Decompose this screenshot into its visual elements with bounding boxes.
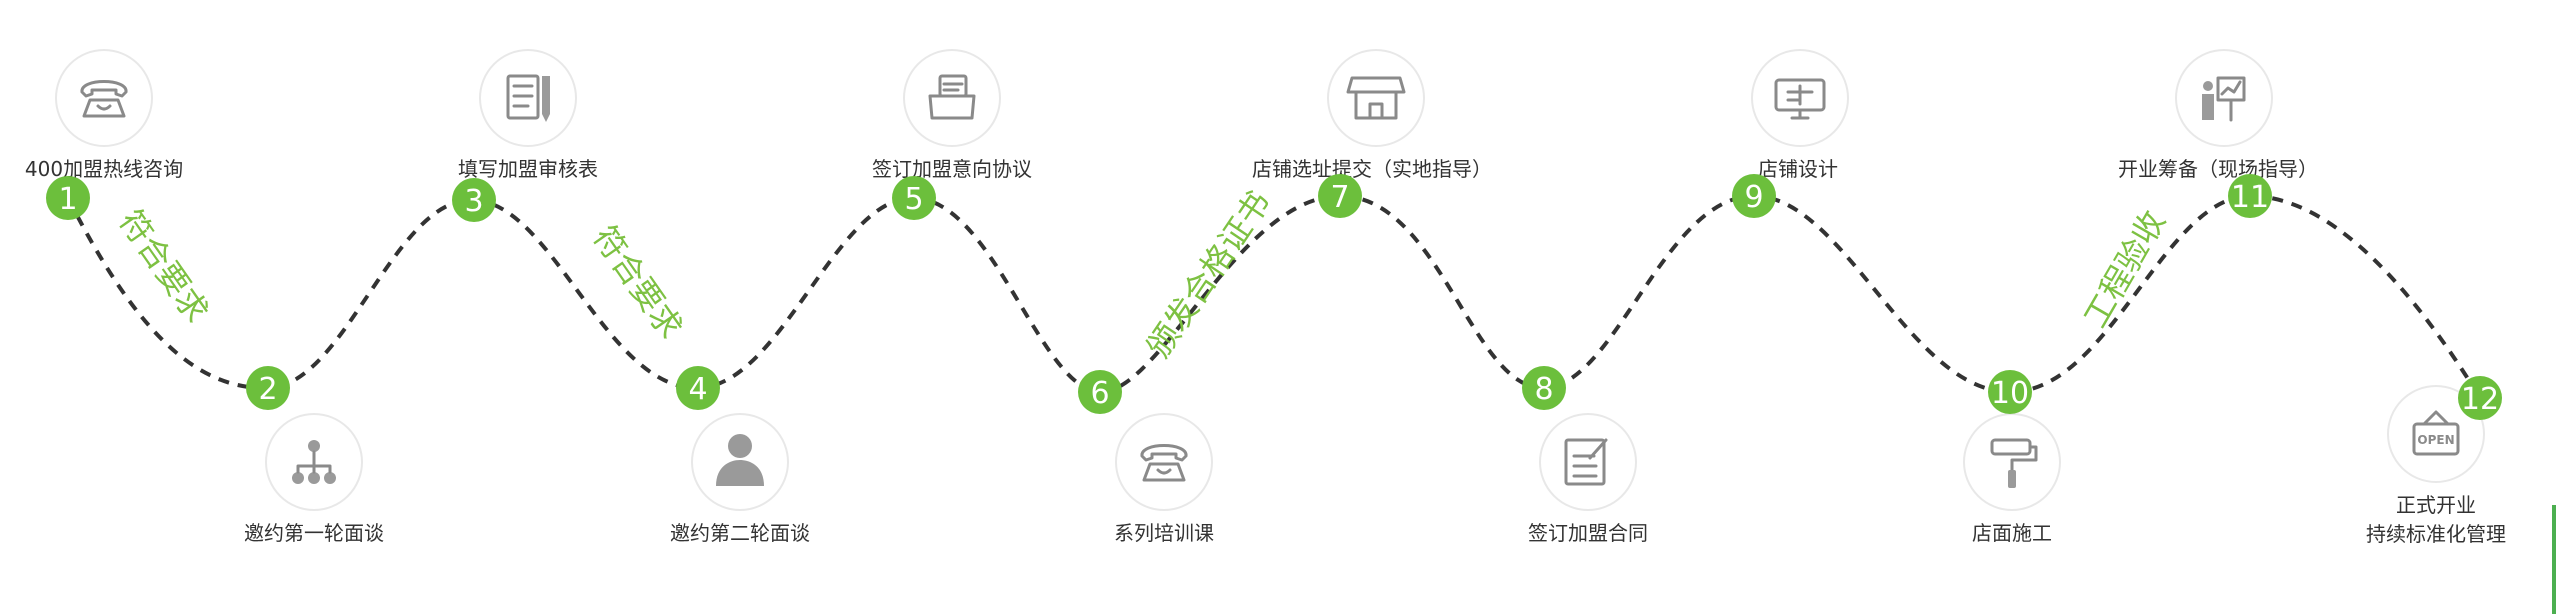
step-2-marker	[246, 366, 290, 410]
note-3: 颁发合格证书	[1139, 184, 1278, 364]
step-6-icon-ring	[1115, 413, 1213, 511]
phone-icon	[1140, 444, 1188, 482]
step-12-icon-ring	[2387, 385, 2485, 483]
note-2: 符合要求	[585, 219, 690, 346]
step-11-label: 开业筹备（现场指导）	[2118, 157, 2318, 181]
step-11-number: 11	[2231, 180, 2269, 215]
step-5-number: 5	[904, 182, 923, 217]
step-8-label: 签订加盟合同	[1528, 521, 1648, 545]
step-1-label: 400加盟热线咨询	[25, 157, 183, 181]
step-12-label: 正式开业	[2396, 493, 2476, 517]
right-edge-accent-bar	[2552, 505, 2556, 614]
note-4: 工程验收	[2076, 204, 2173, 334]
step-8-icon-ring	[1539, 413, 1637, 511]
step-1-number: 1	[58, 182, 77, 217]
open-sign-icon: OPEN	[2412, 410, 2460, 456]
step-3-icon-ring	[479, 49, 577, 147]
step-12-number: 12	[2461, 382, 2499, 417]
step-8-number: 8	[1534, 372, 1553, 407]
step-10: 店面施工 10	[1963, 370, 2061, 545]
step-1-marker	[46, 176, 90, 220]
step-9-number: 9	[1744, 180, 1763, 215]
step-6: 系列培训课 6	[1078, 370, 1214, 545]
step-4-label: 邀约第二轮面谈	[670, 521, 810, 545]
step-10-marker	[1988, 370, 2032, 414]
monitor-icon	[1774, 78, 1826, 120]
step-2-number: 2	[258, 372, 277, 407]
step-7: 店铺选址提交（实地指导） 7	[1252, 49, 1492, 218]
step-5: 签订加盟意向协议 5	[872, 49, 1032, 220]
step-11-icon-ring	[2175, 49, 2273, 147]
step-4-marker	[676, 366, 720, 410]
step-7-marker	[1318, 174, 1362, 218]
step-8: 签订加盟合同 8	[1522, 366, 1648, 545]
network-icon	[292, 440, 336, 484]
step-2-label: 邀约第一轮面谈	[244, 521, 384, 545]
step-12-marker	[2458, 376, 2502, 420]
step-9: 店铺设计 9	[1732, 49, 1849, 218]
step-10-label: 店面施工	[1972, 521, 2052, 545]
step-3-number: 3	[464, 184, 483, 219]
step-5-label: 签订加盟意向协议	[872, 157, 1032, 181]
step-1-icon-ring	[55, 49, 153, 147]
step-11: 开业筹备（现场指导） 11	[2118, 49, 2318, 218]
step-12-label-secondary: 持续标准化管理	[2366, 522, 2506, 546]
presentation-icon	[2202, 76, 2246, 122]
step-12: OPEN 正式开业 持续标准化管理 12	[2366, 376, 2506, 546]
note-1: 符合要求	[111, 203, 216, 330]
step-6-label: 系列培训课	[1114, 521, 1214, 545]
folder-icon	[928, 74, 976, 120]
person-icon	[716, 434, 764, 486]
step-3: 填写加盟审核表 3	[452, 49, 598, 222]
phone-icon	[80, 80, 128, 118]
step-6-number: 6	[1090, 376, 1109, 411]
step-4-number: 4	[688, 372, 707, 407]
document-icon	[506, 74, 550, 122]
paint-roller-icon	[1990, 438, 2038, 488]
step-3-label: 填写加盟审核表	[458, 157, 598, 181]
step-5-marker	[892, 176, 936, 220]
step-9-label: 店铺设计	[1758, 157, 1838, 181]
step-2: 邀约第一轮面谈 2	[244, 366, 384, 545]
step-7-number: 7	[1330, 180, 1349, 215]
store-icon	[1346, 76, 1406, 120]
open-sign-text: OPEN	[2417, 433, 2454, 447]
step-3-marker	[452, 178, 496, 222]
step-11-marker	[2228, 174, 2272, 218]
step-6-marker	[1078, 370, 1122, 414]
step-7-icon-ring	[1327, 49, 1425, 147]
step-10-number: 10	[1991, 376, 2029, 411]
step-7-label: 店铺选址提交（实地指导）	[1252, 157, 1492, 181]
step-5-icon-ring	[903, 49, 1001, 147]
step-8-marker	[1522, 366, 1566, 410]
contract-icon	[1564, 438, 1608, 486]
step-4: 邀约第二轮面谈 4	[670, 366, 810, 545]
step-1: 400加盟热线咨询 1	[25, 49, 183, 220]
step-9-marker	[1732, 174, 1776, 218]
